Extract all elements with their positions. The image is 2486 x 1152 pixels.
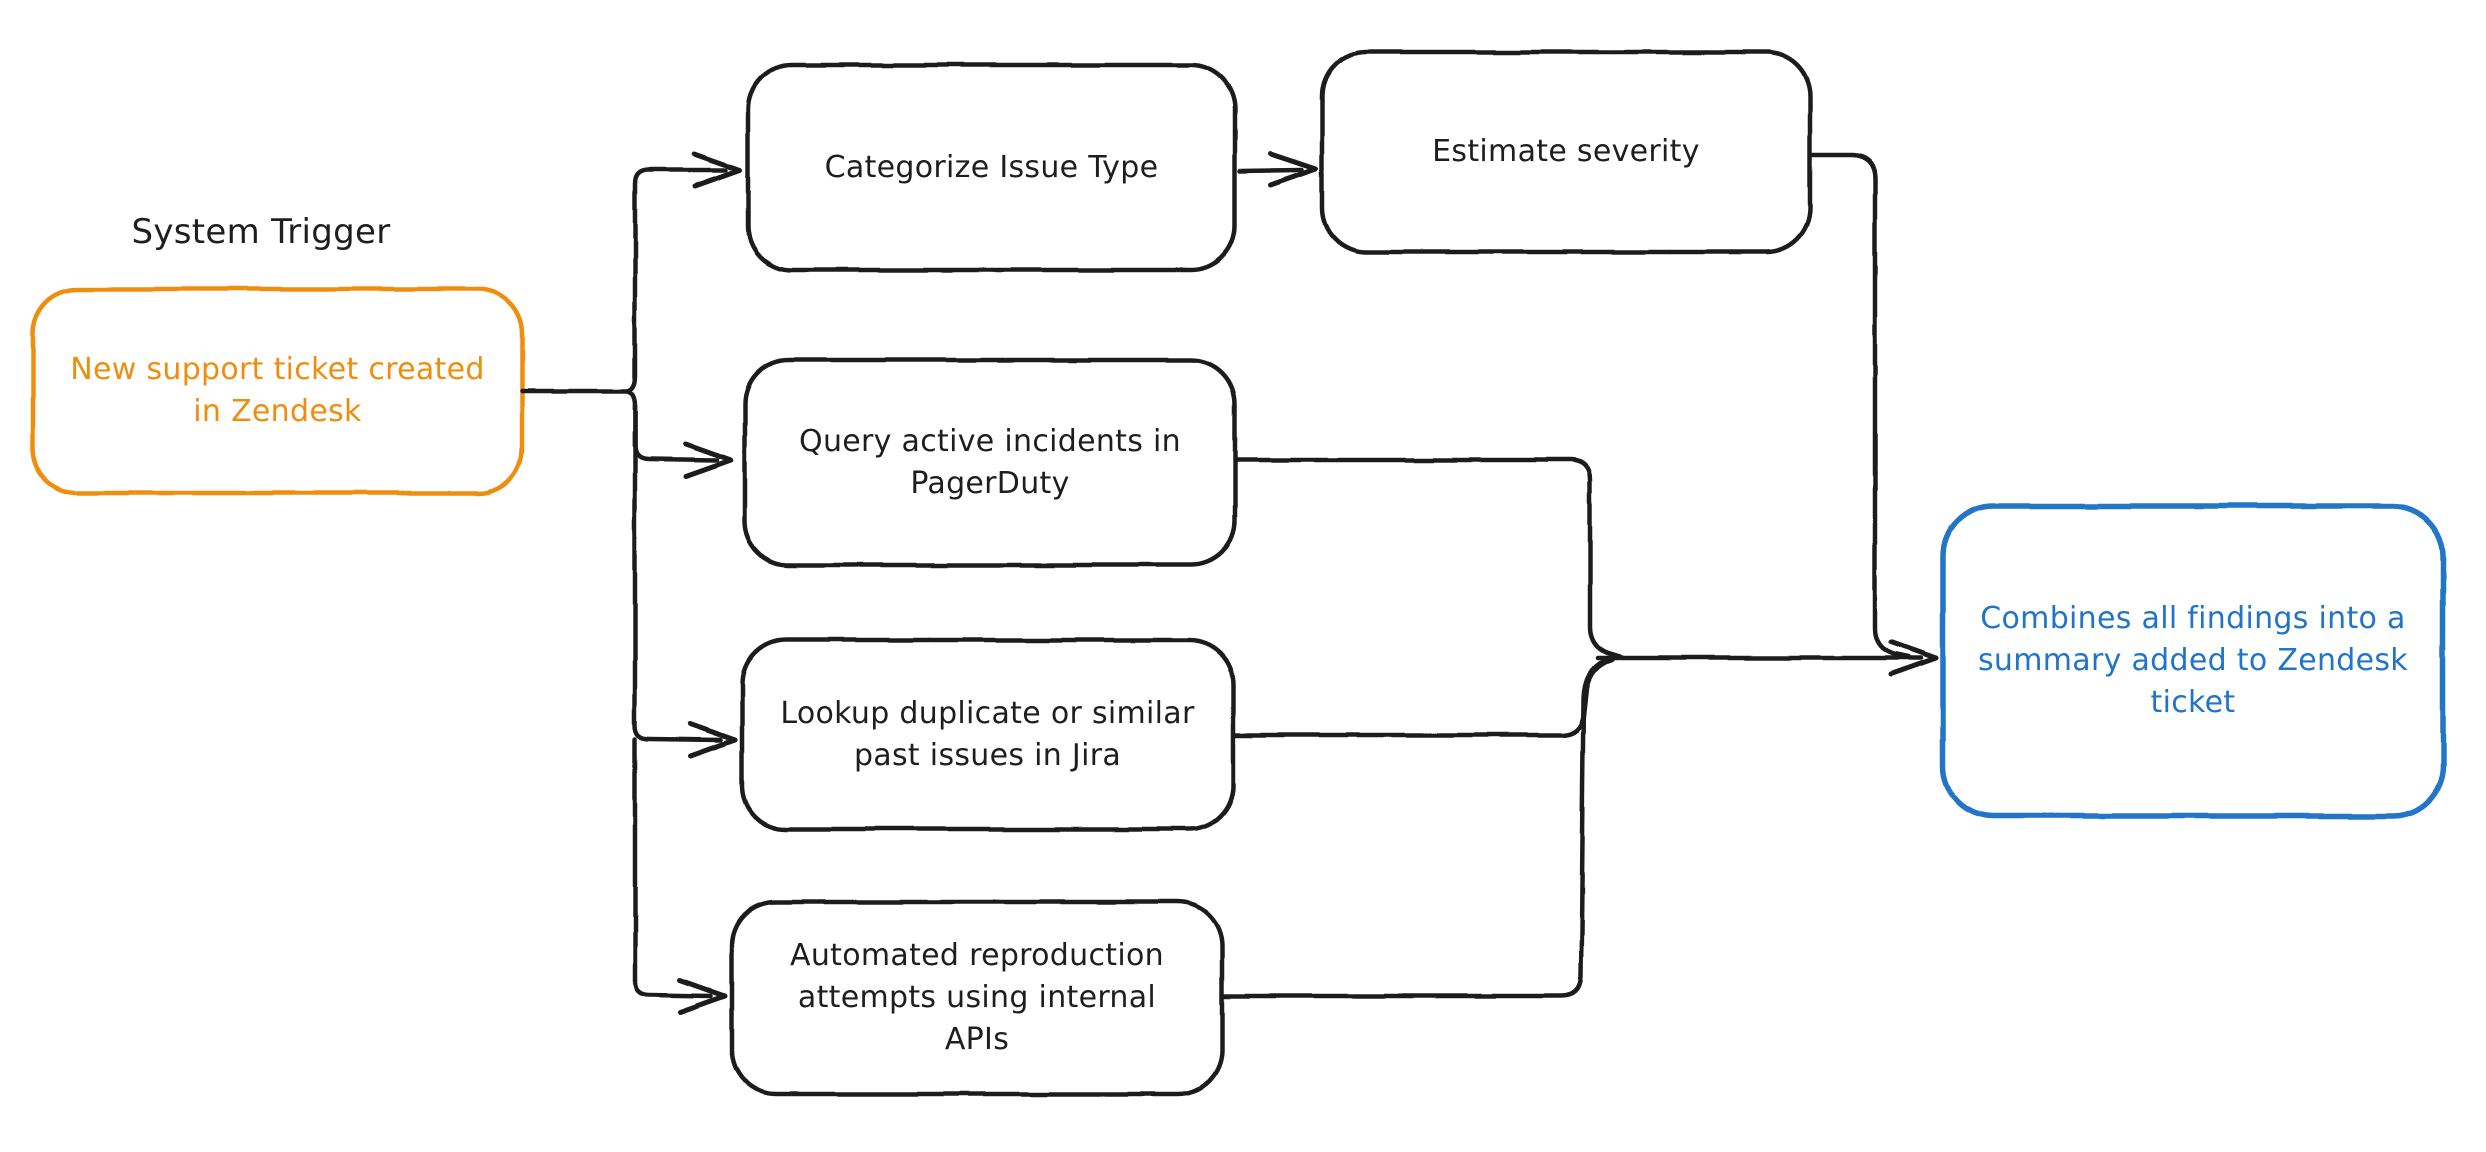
node-summary-label: Combines all findings into a summary add… xyxy=(1943,506,2443,816)
label-line: Combines all findings into a xyxy=(1980,601,2406,636)
edge-categorize-estimate xyxy=(1237,167,1305,174)
node-apis-box xyxy=(729,899,1225,1097)
label-line: PagerDuty xyxy=(910,465,1070,501)
label-line: APIs xyxy=(944,1022,1010,1057)
node-summary-box xyxy=(1940,503,2446,819)
label-line: Lookup duplicate or similar xyxy=(780,695,1195,731)
arrowhead-summary xyxy=(1888,639,1939,677)
edge-apis-merge xyxy=(1221,658,1607,999)
label-line: New support ticket created xyxy=(70,352,485,387)
edge-pagerduty-merge xyxy=(1234,457,1623,660)
node-categorize-box xyxy=(745,62,1238,273)
label-line: in Zendesk xyxy=(193,394,362,429)
arrowhead-jira xyxy=(687,721,738,759)
node-apis-label: Automated reproduction attempts using in… xyxy=(732,902,1222,1094)
label-line: summary added to Zendesk xyxy=(1978,643,2408,678)
label-line: Automated reproduction xyxy=(790,938,1164,973)
arrowhead-apis xyxy=(677,977,728,1015)
node-estimate-box xyxy=(1319,49,1813,255)
edge-estimate-merge xyxy=(1809,152,1911,660)
node-jira-label: Lookup duplicate or similar past issues … xyxy=(742,640,1233,829)
system-trigger-label: System Trigger xyxy=(131,212,391,252)
edge-branch-jira xyxy=(632,403,724,743)
node-trigger-label: New support ticket created in Zendesk xyxy=(33,289,522,493)
label-line: Categorize Issue Type xyxy=(824,149,1159,185)
edge-branch-categorize xyxy=(624,167,729,394)
node-pagerduty-label: Query active incidents in PagerDuty xyxy=(745,360,1235,565)
arrowhead-pagerduty xyxy=(683,441,734,479)
arrowhead-estimate xyxy=(1268,151,1319,188)
arrowhead-categorize xyxy=(692,151,743,189)
label-line: attempts using internal xyxy=(797,980,1157,1015)
node-estimate-label: Estimate severity xyxy=(1322,52,1810,252)
node-pagerduty-box xyxy=(742,357,1238,568)
label-line: Estimate severity xyxy=(1432,134,1700,169)
label-line: Query active incidents in xyxy=(799,423,1181,459)
label-line: past issues in Jira xyxy=(853,737,1122,773)
label-line: ticket xyxy=(2150,685,2236,720)
edge-jira-merge xyxy=(1232,657,1615,738)
edge-branch-apis xyxy=(632,736,714,999)
node-categorize-label: Categorize Issue Type xyxy=(748,65,1235,270)
